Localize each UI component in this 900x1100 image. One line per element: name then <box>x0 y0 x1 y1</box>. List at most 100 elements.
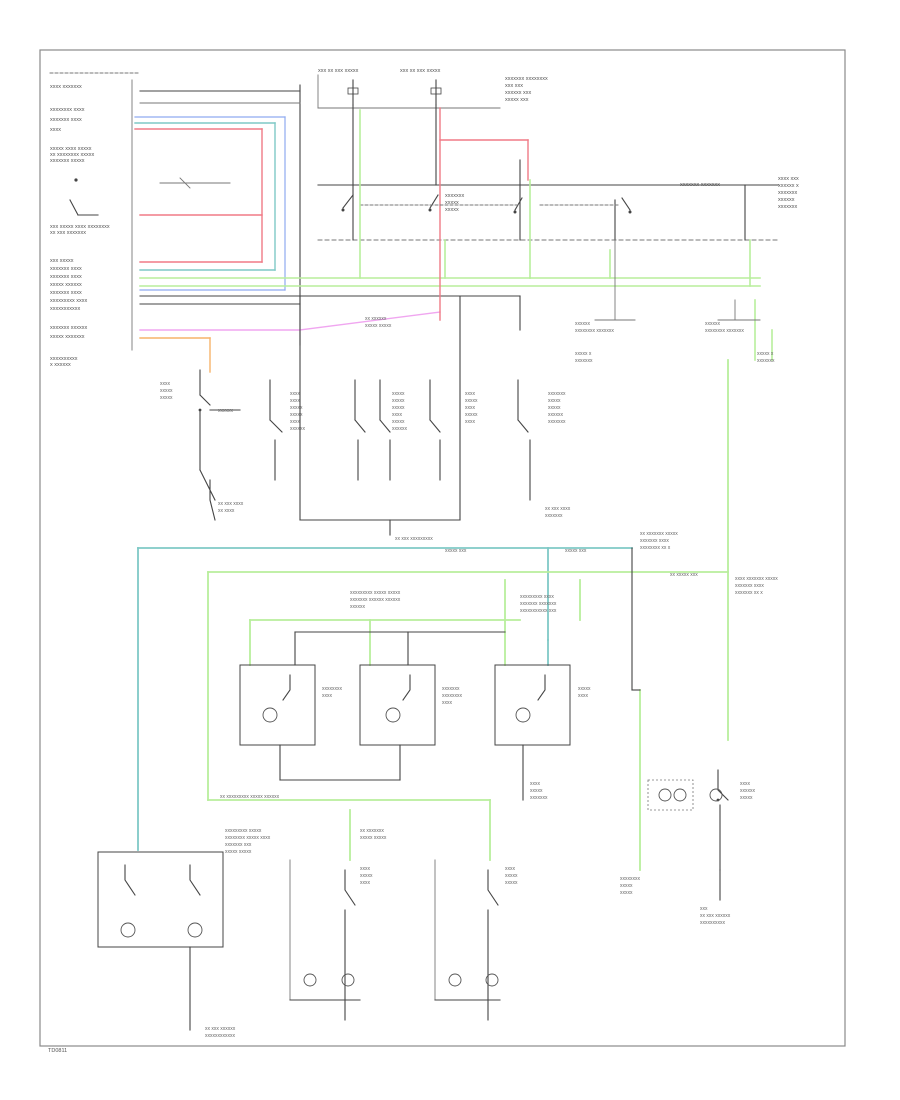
svg-text:xxxxxxx xxxxxx: xxxxxxx xxxxxx <box>50 325 88 331</box>
svg-text:xxxxxx: xxxxxx <box>575 321 591 327</box>
svg-text:xxxx: xxxx <box>160 381 171 387</box>
svg-text:xxxxxx xxx: xxxxxx xxx <box>505 90 532 96</box>
courtesy-lamp-feeds: xxxxxxxxx xxxxx xxxxx xxxxxxx xxxxxx xxx… <box>137 359 778 871</box>
svg-text:xxxxxxx xxxxxx xxxxxx: xxxxxxx xxxxxx xxxxxx <box>350 597 401 603</box>
svg-text:xxxxx: xxxxx <box>465 398 478 404</box>
svg-text:xxxxx: xxxxx <box>740 795 753 801</box>
svg-text:xxxxx: xxxxx <box>465 412 478 418</box>
svg-text:xxxx: xxxx <box>50 127 61 133</box>
svg-text:xxxx xxx: xxxx xxx <box>778 176 799 182</box>
svg-text:xxxxxxxx xxxxxxx: xxxxxxxx xxxxxxx <box>705 328 744 334</box>
svg-text:xxxxxxxxxxx xxx: xxxxxxxxxxx xxx <box>520 608 557 614</box>
svg-text:xxxxxxx: xxxxxxx <box>548 419 566 425</box>
svg-text:xxxxxx: xxxxxx <box>218 408 234 414</box>
svg-text:xxxxx xxx: xxxxx xxx <box>565 548 587 554</box>
svg-text:xxxxxxx: xxxxxxx <box>530 795 548 801</box>
svg-text:xxxxxxxx xx x: xxxxxxxx xx x <box>640 545 671 551</box>
svg-text:xxxxxxx: xxxxxxx <box>548 391 566 397</box>
svg-text:xxxxxxx: xxxxxxx <box>442 686 460 692</box>
svg-text:xxxxx xxxxx: xxxxx xxxxx <box>225 849 252 855</box>
svg-text:xxxxxx: xxxxxx <box>705 321 721 327</box>
svg-text:xxxx: xxxx <box>505 866 516 872</box>
svg-text:xx xxxxx xxx: xx xxxxx xxx <box>670 572 698 578</box>
footer-code: TD0811 <box>48 1048 67 1054</box>
svg-text:xxxx xxxxxxx: xxxx xxxxxxx <box>50 84 82 90</box>
svg-text:xxxxx xxx: xxxxx xxx <box>505 97 529 103</box>
svg-text:xx xxx xxxxxx: xx xxx xxxxxx <box>205 1026 236 1032</box>
svg-text:xxxxxxxxxx: xxxxxxxxxx <box>700 920 726 926</box>
left-connector-wires <box>69 90 761 373</box>
svg-text:x xxxxxx: x xxxxxx <box>50 362 71 368</box>
top-green-wires <box>359 109 773 361</box>
svg-text:xxxxxxx: xxxxxxx <box>778 204 798 210</box>
relay-bus: xxxxxxx xxxxx xxxxx <box>317 104 779 321</box>
svg-text:xxxxx xxx: xxxxx xxx <box>445 548 467 554</box>
svg-text:xxxxxxxx xxxxx xxxx: xxxxxxxx xxxxx xxxx <box>225 835 271 841</box>
svg-text:xxxxxx: xxxxxx <box>740 788 756 794</box>
svg-text:xxxxx x: xxxxx x <box>757 351 774 357</box>
svg-text:xxxx: xxxx <box>442 700 453 706</box>
svg-text:xxxx: xxxx <box>360 880 371 886</box>
svg-text:xx xxxx: xx xxxx <box>218 508 235 514</box>
svg-text:xxxxx: xxxxx <box>505 873 518 879</box>
fuse-panel: xxx xx xxx xxxxx xxx xx xxx xxxxx xxxxxx… <box>317 68 799 210</box>
svg-text:xx xxx xxxxxxxxx: xx xxx xxxxxxxxx <box>395 536 433 542</box>
svg-text:xxxxx xxxxxx: xxxxx xxxxxx <box>50 282 82 288</box>
svg-text:xxxxxxxxx xxxxx xxxxx: xxxxxxxxx xxxxx xxxxx <box>350 590 401 596</box>
svg-text:xxxx: xxxx <box>290 419 301 425</box>
svg-text:xx xxxxxxx xxxxx: xx xxxxxxx xxxxx <box>640 531 678 537</box>
svg-text:xx xxxxxxxx xxxxx: xx xxxxxxxx xxxxx <box>50 152 95 158</box>
svg-text:xxxxxx: xxxxxx <box>778 197 795 203</box>
svg-text:xxxx: xxxx <box>578 693 589 699</box>
svg-text:xxxxx: xxxxx <box>160 388 173 394</box>
svg-text:xxx: xxx <box>700 906 708 912</box>
svg-text:xxxxx: xxxxx <box>392 419 405 425</box>
svg-text:xxxx: xxxx <box>465 419 476 425</box>
svg-text:xxxxx xxxx xxxxx: xxxxx xxxx xxxxx <box>50 146 92 152</box>
svg-text:xxxxxx x: xxxxxx x <box>778 183 799 189</box>
svg-text:xxxxx: xxxxx <box>578 686 591 692</box>
svg-text:xxxx: xxxx <box>392 412 403 418</box>
svg-text:xxxxx xxxxx: xxxxx xxxxx <box>360 835 387 841</box>
svg-text:xxxxxxx xxx: xxxxxxx xxx <box>225 842 252 848</box>
svg-text:xxxx: xxxx <box>530 781 541 787</box>
svg-text:xx xxx xxxxxx: xx xxx xxxxxx <box>700 913 731 919</box>
diagram-frame <box>39 49 846 1047</box>
svg-text:xxxxx xxxxxxx: xxxxx xxxxxxx <box>50 334 85 340</box>
svg-text:xxxxxxx xxxx: xxxxxxx xxxx <box>50 274 82 280</box>
svg-text:xxxxx: xxxxx <box>290 405 303 411</box>
svg-text:xxxx xxxxxxx xxxxx: xxxx xxxxxxx xxxxx <box>735 576 778 582</box>
svg-text:xx xxx xxxx: xx xxx xxxx <box>218 501 244 507</box>
svg-text:xxxxxxx xxxx: xxxxxxx xxxx <box>50 117 82 123</box>
svg-text:xxxx: xxxx <box>360 866 371 872</box>
svg-text:xx xxxxxxx: xx xxxxxxx <box>360 828 384 834</box>
svg-text:xxxxx: xxxxx <box>160 395 173 401</box>
svg-text:xxxxxxx xx x: xxxxxxx xx x <box>735 590 763 596</box>
svg-text:xx xxxxxxxxx xxxxx xxxxxx: xx xxxxxxxxx xxxxx xxxxxx <box>220 794 280 800</box>
svg-text:xx xxx xxxxxxx: xx xxx xxxxxxx <box>50 230 86 236</box>
svg-text:xxxx: xxxx <box>322 693 333 699</box>
svg-text:xxxxx: xxxxx <box>290 412 303 418</box>
svg-text:xxxxxxx: xxxxxxx <box>757 358 775 364</box>
svg-text:xxxxxx: xxxxxx <box>290 426 306 432</box>
svg-text:xxxxx: xxxxx <box>620 883 633 889</box>
svg-text:xxxxxxx xxxx: xxxxxxx xxxx <box>50 290 82 296</box>
svg-text:xxxxxxxxx xxxx: xxxxxxxxx xxxx <box>50 298 88 304</box>
svg-text:xxxxxxx: xxxxxxx <box>778 190 798 196</box>
svg-text:xxxxxx: xxxxxx <box>392 426 408 432</box>
svg-text:xxx xx xxx xxxxx: xxx xx xxx xxxxx <box>400 68 441 74</box>
svg-text:xxxxx xxxxx: xxxxx xxxxx <box>365 323 392 329</box>
svg-text:xxxxxxx xxxxxxxx: xxxxxxx xxxxxxxx <box>505 76 548 82</box>
svg-text:xx xxx xxxx: xx xxx xxxx <box>545 506 571 512</box>
svg-text:xxxxxxxx: xxxxxxxx <box>442 693 463 699</box>
svg-text:xxxxxxx xxxxx: xxxxxxx xxxxx <box>50 158 85 164</box>
svg-text:xxxxx: xxxxx <box>392 398 405 404</box>
svg-text:xxxxx: xxxxx <box>392 405 405 411</box>
svg-text:xxxxxxx: xxxxxxx <box>445 193 465 199</box>
svg-text:xxxxx: xxxxx <box>360 873 373 879</box>
svg-text:xxxxxxx: xxxxxxx <box>575 358 593 364</box>
